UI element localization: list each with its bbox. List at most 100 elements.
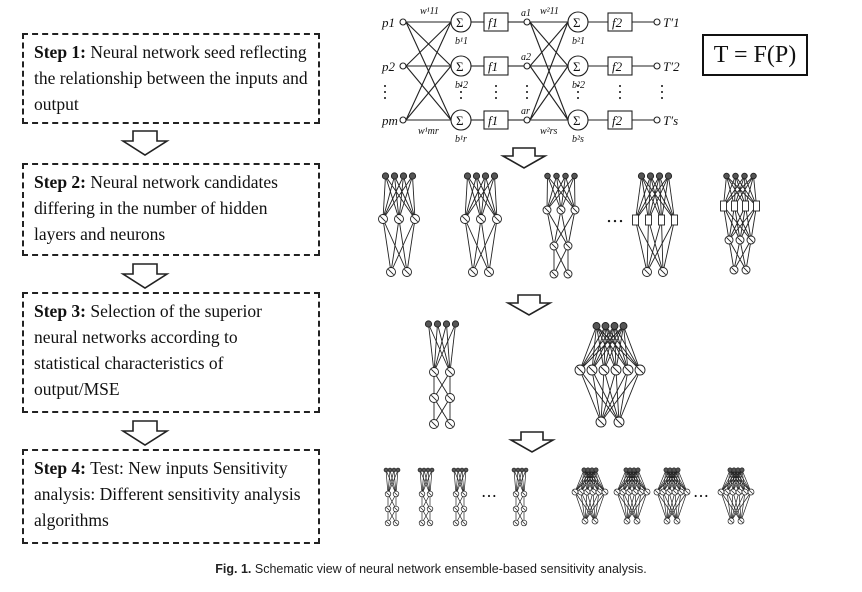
neuron-slash: [387, 268, 395, 276]
connection: [730, 491, 740, 522]
input-neuron: [610, 322, 619, 330]
connection: [750, 205, 757, 241]
connection: [666, 491, 682, 522]
connection: [677, 469, 688, 493]
connection: [628, 469, 635, 493]
connection: [594, 491, 606, 522]
connection: [586, 469, 597, 493]
connection: [605, 325, 617, 371]
ellipsis-dot: [526, 91, 528, 93]
connection: [728, 205, 746, 241]
connection: [726, 469, 735, 493]
input-label-0: p1: [381, 15, 395, 30]
neuron-slash: [428, 492, 432, 496]
input-neuron: [408, 172, 417, 180]
neuron-slash: [748, 237, 754, 243]
connection: [464, 175, 486, 220]
input-neuron: [544, 172, 551, 180]
connection: [437, 323, 451, 373]
input-node: [399, 18, 407, 26]
neuron-slash: [522, 492, 526, 496]
neuron-slash: [394, 492, 398, 496]
connection: [733, 239, 741, 271]
ellipsis-dot: [661, 91, 663, 93]
neuron-slash: [394, 521, 398, 525]
neuron-slash: [614, 489, 620, 495]
connection: [591, 325, 615, 371]
hidden-box-neuron: [742, 200, 749, 212]
connection: [662, 491, 668, 522]
ellipsis-dot: [460, 91, 462, 93]
neuron-slash: [743, 267, 749, 273]
connection: [730, 491, 746, 522]
connection: [584, 491, 588, 522]
connection: [580, 469, 593, 493]
connection: [398, 175, 404, 220]
step-3-box: Step 3: Selection of the superior neural…: [22, 292, 320, 413]
connection: [546, 175, 566, 211]
connection: [421, 469, 425, 495]
neuron-slash: [600, 366, 608, 374]
connection: [513, 469, 517, 495]
f1-label: f1: [488, 15, 498, 30]
step-1-box: Step 1: Neural network seed reflecting t…: [22, 33, 320, 124]
input-neuron: [459, 467, 465, 473]
connection: [728, 205, 757, 241]
input-neuron: [601, 322, 610, 330]
neuron-slash: [592, 518, 598, 524]
weight-line: [529, 21, 569, 67]
connection: [556, 175, 562, 211]
connection: [586, 469, 593, 493]
hidden-bias-2: b¹r: [455, 134, 467, 145]
input-label-1: p2: [381, 59, 396, 74]
ellipsis-dot: [460, 85, 462, 87]
f2-label: f2: [612, 15, 623, 30]
ellipsis-dot: [384, 85, 386, 87]
neuron-slash: [420, 507, 424, 511]
neuron-slash: [620, 489, 626, 495]
neuron-slash: [718, 489, 724, 495]
weight-line: [405, 65, 452, 121]
connection: [584, 491, 600, 522]
neuron-slash: [558, 207, 564, 213]
connection: [594, 491, 600, 522]
connection: [472, 218, 498, 273]
input-neuron: [381, 172, 390, 180]
connection: [656, 491, 668, 522]
connection: [646, 219, 649, 273]
connection: [720, 491, 742, 522]
weight-label-wmr: w¹mr: [418, 126, 439, 137]
input-neuron: [731, 467, 737, 473]
neuron-slash: [726, 237, 732, 243]
sum-symbol: Σ: [456, 113, 464, 128]
ellipsis-dot: [619, 97, 621, 99]
connection: [574, 175, 576, 211]
connection: [453, 469, 457, 495]
neuron-slash: [411, 215, 419, 223]
connection: [523, 469, 527, 495]
input-neuron: [417, 467, 423, 473]
connection: [720, 469, 735, 493]
connection: [738, 469, 743, 493]
connection: [591, 325, 624, 371]
connection: [636, 491, 648, 522]
connection: [668, 491, 678, 522]
connection: [726, 469, 739, 493]
caption-text: Schematic view of neural network ensembl…: [251, 562, 647, 576]
connection: [600, 369, 617, 423]
hidden-output-node: [523, 62, 531, 70]
neuron-slash: [446, 368, 454, 376]
connection: [603, 325, 624, 371]
neuron-slash: [584, 489, 590, 495]
step-3-text: Selection of the superior neural network…: [34, 301, 262, 399]
connection: [390, 218, 400, 273]
hidden-box-neuron: [671, 214, 678, 226]
connection: [455, 469, 459, 495]
connection: [574, 469, 597, 493]
connection: [732, 491, 742, 522]
ellipsis-dot: [526, 85, 528, 87]
connection: [648, 219, 664, 273]
input-neuron: [663, 467, 669, 473]
connection: [591, 325, 606, 371]
connection: [574, 469, 589, 493]
